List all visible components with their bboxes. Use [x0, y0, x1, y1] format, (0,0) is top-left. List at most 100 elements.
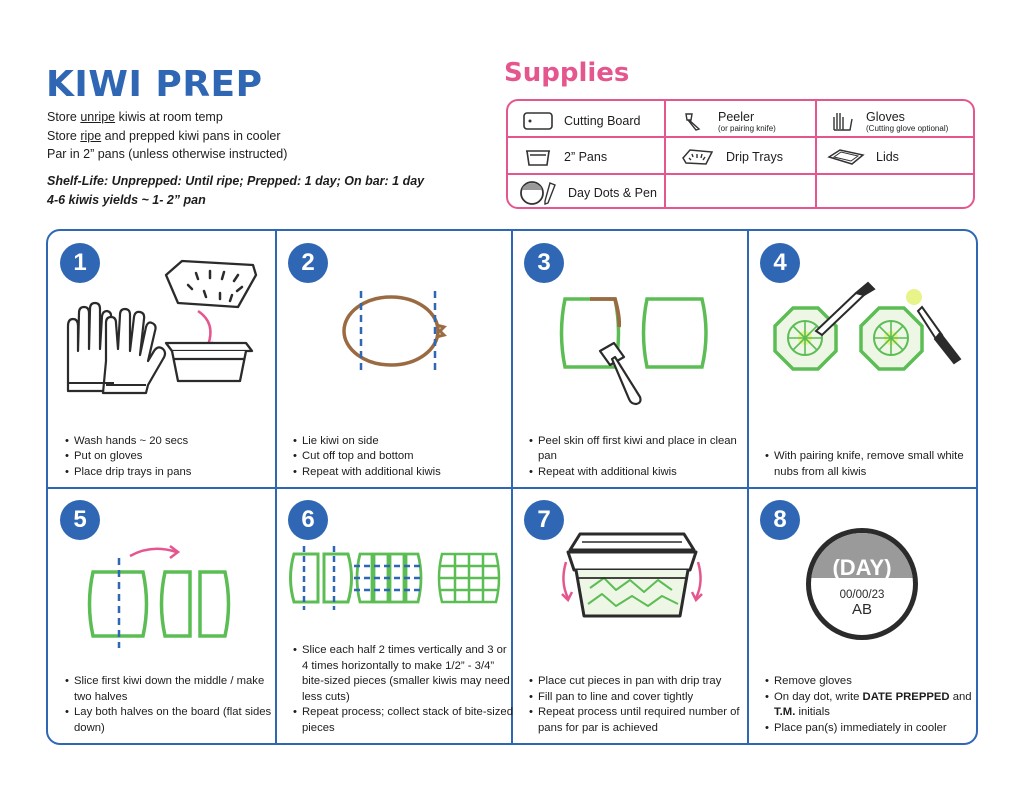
step-3-instructions: Peel skin off first kiwi and place in cl… [526, 434, 748, 481]
instruction: Place pan(s) immediately in cooler [765, 721, 980, 737]
instruction: Lay both halves on the board (flat sides… [65, 705, 274, 736]
kiwi-half-icon [198, 570, 231, 638]
day-dot-day: (DAY) [832, 555, 892, 580]
cut-line [354, 564, 424, 592]
step-1-illustration [66, 259, 258, 395]
lid-icon [827, 149, 865, 165]
supplies-table: Cutting Board Peeler(or pairing knife) G… [506, 99, 975, 209]
step-4-illustration [773, 281, 962, 371]
steps-divider [48, 487, 976, 489]
instruction: Repeat with additional kiwis [529, 465, 748, 481]
instruction: Fill pan to line and cover tightly [529, 690, 748, 706]
kiwi-peeled-icon [641, 297, 708, 369]
instruction: Cut off top and bottom [293, 449, 441, 465]
yield-line: 4-6 kiwis yields ~ 1- 2” pan [47, 192, 206, 207]
instruction: Remove gloves [765, 674, 980, 690]
kiwi-slice-icon [859, 306, 924, 371]
supply-gloves: Gloves(Cutting glove optional) [830, 108, 948, 134]
supplies-divider [664, 101, 666, 207]
supply-cutting-board: Cutting Board [522, 108, 640, 134]
day-dot-initials: AB [851, 601, 872, 618]
arrow-icon [129, 547, 177, 558]
step-number: 7 [524, 500, 564, 540]
drip-tray-icon [682, 149, 714, 165]
kiwi-half-icon [159, 570, 192, 638]
gloves-icon [833, 113, 853, 131]
supply-day-dots: Day Dots & Pen [518, 180, 657, 206]
step-8: 8 (DAY) 00/00/23 AB Remove gloves On day… [748, 488, 978, 744]
instruction: Lie kiwi on side [293, 434, 441, 450]
step-4: 4 With p [748, 231, 978, 488]
supplies-divider [508, 173, 973, 175]
supply-drip-trays: Drip Trays [680, 144, 783, 170]
kiwi-slice-icon [773, 306, 838, 371]
storage-line-ripe: Store ripe and prepped kiwi pans in cool… [47, 128, 281, 143]
page-title: KIWI PREP [46, 64, 263, 105]
step-7: 7 Place cut pieces in pan with drip tray… [512, 488, 748, 744]
supply-lids: Lids [826, 144, 899, 170]
step-5-illustration [87, 545, 231, 648]
step-6-instructions: Slice each half 2 times vertically and 3… [290, 643, 514, 736]
instruction: Place cut pieces in pan with drip tray [529, 674, 748, 690]
pan-icon [526, 150, 550, 166]
storage-line-unripe: Store unripe kiwis at room temp [47, 110, 223, 124]
step-6: 6 Slice each half 2 times vertically and… [276, 488, 514, 744]
instruction: With pairing knife, remove small white n… [765, 449, 978, 480]
steps-grid: 1 Wash hands ~ 20 secs Put on gloves Pla… [46, 229, 978, 745]
pan-icon [164, 341, 254, 383]
arrow-icon [169, 545, 181, 559]
kiwi-whole-icon [342, 295, 447, 367]
arrow-icon [690, 591, 703, 603]
step-number: 3 [524, 243, 564, 283]
step-5-instructions: Slice first kiwi down the middle / make … [62, 674, 274, 736]
supplies-divider [508, 136, 973, 138]
step-7-illustration [561, 532, 703, 618]
step-1: 1 Wash hands ~ 20 secs Put on gloves Pla… [48, 231, 276, 488]
arrow-icon [694, 561, 702, 599]
nub-icon [906, 289, 922, 305]
day-dot-band [811, 533, 913, 578]
instruction: Put on gloves [65, 449, 191, 465]
storage-info: Store unripe kiwis at room temp Store ri… [47, 108, 287, 164]
supply-peeler: Peeler(or pairing knife) [680, 108, 776, 134]
supply-pans: 2” Pans [522, 144, 607, 170]
drip-tray-icon [164, 259, 258, 309]
filled-pan-icon [566, 532, 698, 618]
step-number: 6 [288, 500, 328, 540]
instruction: Wash hands ~ 20 secs [65, 434, 191, 450]
step-number: 4 [760, 243, 800, 283]
knife-icon [814, 281, 876, 337]
step-1-instructions: Wash hands ~ 20 secs Put on gloves Place… [62, 434, 191, 481]
arrow-icon [561, 591, 574, 603]
kiwi-half-icon [289, 546, 353, 610]
supplies-divider [815, 101, 817, 207]
cutting-board-icon [523, 112, 553, 130]
day-dot-pen-icon [520, 181, 556, 205]
shelf-life-info: Shelf-Life: Unprepped: Until ripe; Prepp… [47, 172, 424, 209]
step-number: 5 [60, 500, 100, 540]
knife-icon [916, 305, 962, 365]
par-line: Par in 2” pans (unless otherwise instruc… [47, 147, 288, 161]
step-number: 2 [288, 243, 328, 283]
instruction: Slice first kiwi down the middle / make … [65, 674, 274, 705]
day-dot-icon: (DAY) 00/00/23 AB [806, 528, 918, 640]
step-number: 8 [760, 500, 800, 540]
supplies-title: Supplies [504, 58, 630, 88]
instruction: On day dot, write DATE PREPPED and T.M. … [765, 690, 980, 721]
instruction: Place drip trays in pans [65, 465, 191, 481]
instruction: Slice each half 2 times vertically and 3… [293, 643, 514, 705]
step-3: 3 Peel skin off first kiwi and place in … [512, 231, 748, 488]
step-number: 1 [60, 243, 100, 283]
instruction: Repeat process until required number of … [529, 705, 748, 736]
step-8-instructions: Remove gloves On day dot, write DATE PRE… [762, 674, 980, 736]
step-5: 5 Slice first kiwi down the middle / mak… [48, 488, 276, 744]
instruction: Repeat process; collect stack of bite-si… [293, 705, 514, 736]
step-2: 2 Lie kiwi on side Cut off top and botto… [276, 231, 512, 488]
day-dot-date: 00/00/23 [839, 589, 885, 601]
step-6-illustration [289, 546, 501, 610]
arrow-icon [562, 561, 570, 599]
gloves-icon [66, 301, 167, 395]
kiwi-grid-icon [437, 552, 501, 604]
peeler-icon [598, 341, 642, 406]
instruction: Peel skin off first kiwi and place in cl… [529, 434, 748, 465]
